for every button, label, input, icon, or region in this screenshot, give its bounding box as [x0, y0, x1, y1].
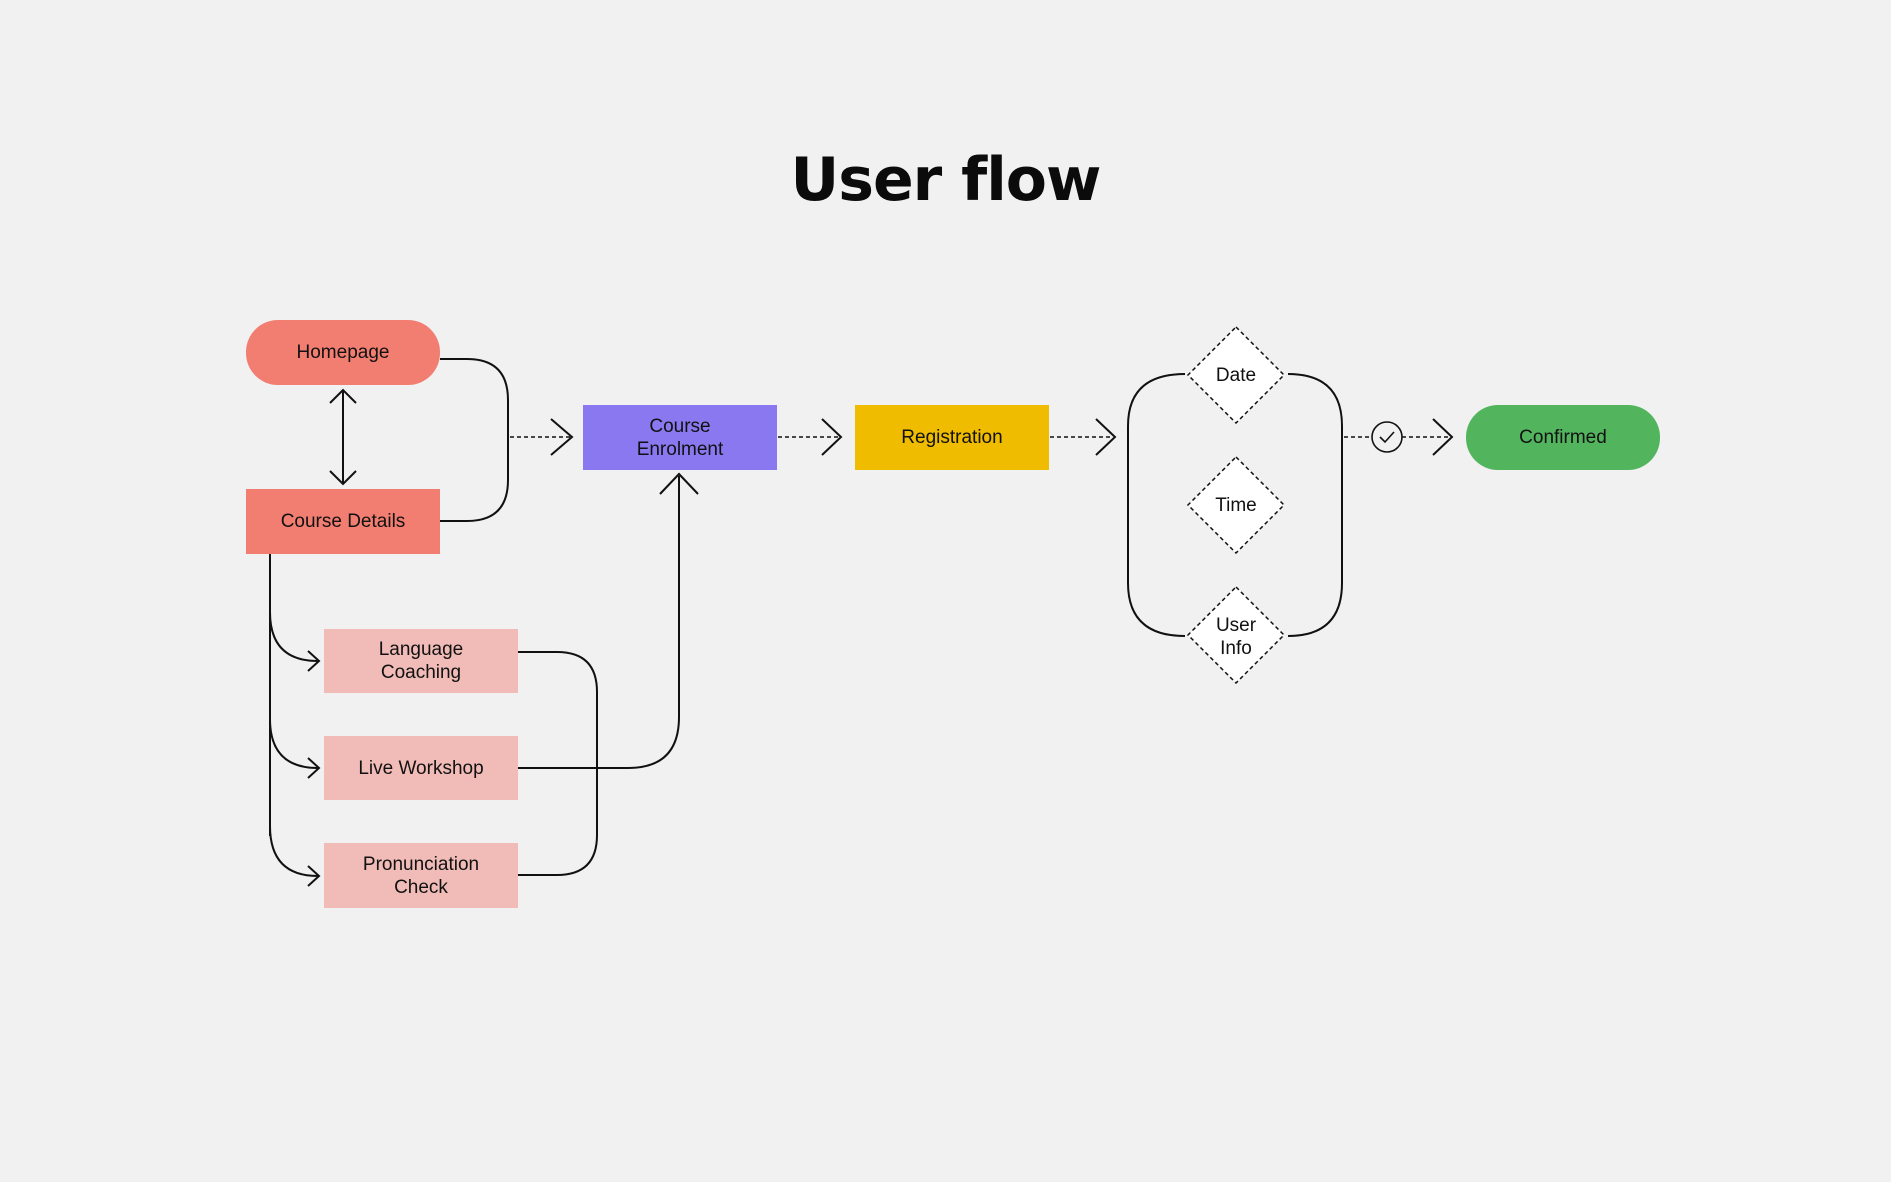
user-info-label: User Info: [1215, 615, 1257, 659]
page-title: User flow: [790, 145, 1102, 215]
registration-to-form-arrow: [1050, 418, 1117, 456]
sub-course-merge-connector: [518, 472, 699, 876]
top-merge-connector: [440, 358, 574, 522]
pronunciation-check-node[interactable]: Pronunciation Check: [324, 843, 518, 908]
date-label: Date: [1215, 364, 1257, 386]
date-diamond: [1186, 325, 1286, 425]
form-to-confirmed-arrow: [1344, 418, 1454, 456]
enrolment-to-registration-arrow: [778, 418, 843, 456]
branch-connector: [269, 554, 321, 887]
form-group-brackets: [1127, 373, 1343, 637]
user-info-diamond: [1186, 585, 1286, 685]
live-workshop-node[interactable]: Live Workshop: [324, 736, 518, 800]
language-coaching-node[interactable]: Language Coaching: [324, 629, 518, 693]
course-enrolment-node[interactable]: Course Enrolment: [583, 405, 777, 470]
check-circle-icon: [1371, 421, 1403, 453]
homepage-course-details-arrow: [329, 388, 357, 486]
course-details-node[interactable]: Course Details: [246, 489, 440, 554]
homepage-node[interactable]: Homepage: [246, 320, 440, 385]
registration-node[interactable]: Registration: [855, 405, 1049, 470]
confirmed-node[interactable]: Confirmed: [1466, 405, 1660, 470]
time-label: Time: [1215, 494, 1257, 516]
time-diamond: [1186, 455, 1286, 555]
